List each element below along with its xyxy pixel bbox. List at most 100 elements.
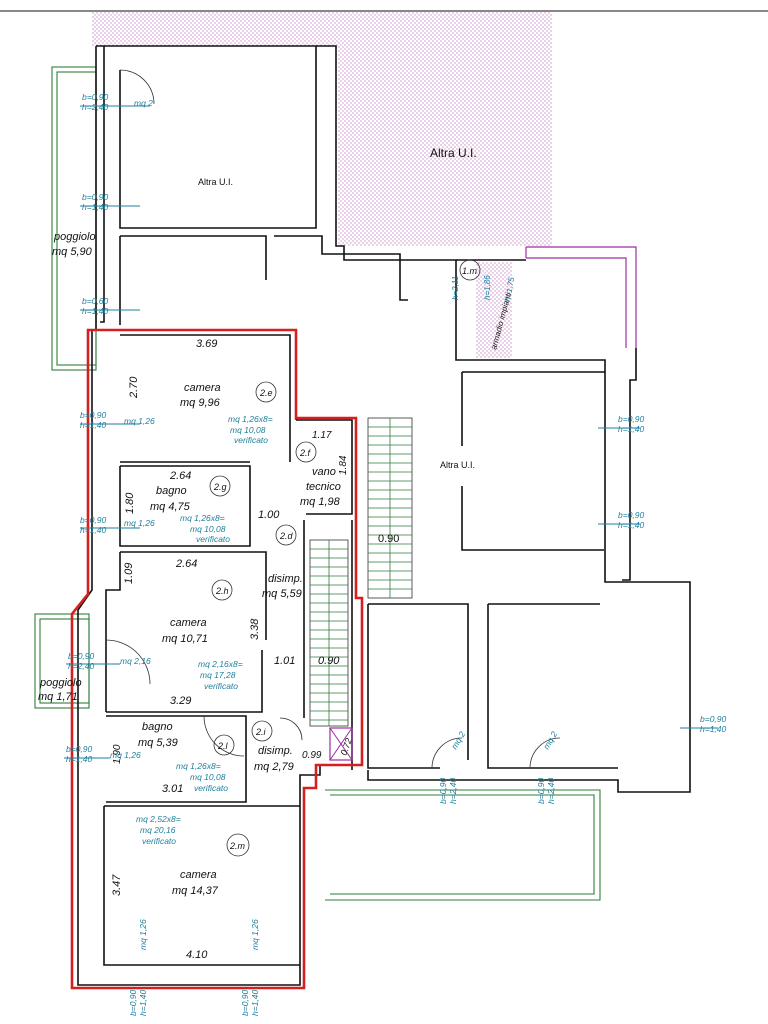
red-boundary bbox=[70, 328, 364, 990]
room-2g-height: 1.80 bbox=[124, 492, 136, 514]
window-11-h: h=1,40 bbox=[618, 520, 645, 530]
room-circle-1m bbox=[459, 259, 481, 281]
room-2l-w1: 0.99 bbox=[302, 750, 322, 761]
window-13-h: h=2,40 bbox=[546, 777, 556, 804]
other-unit-hatch-right bbox=[338, 46, 552, 246]
other-unit-hatch-top bbox=[92, 12, 552, 46]
room-circle-2h bbox=[211, 579, 233, 601]
room-2e-area: mq 9,96 bbox=[180, 397, 221, 409]
room-2f-name2: tecnico bbox=[306, 481, 341, 493]
room-2m-req2: mq 20,16 bbox=[140, 825, 176, 835]
room-2l-area: mq 2,79 bbox=[254, 761, 294, 773]
room-circle-2f bbox=[295, 441, 317, 463]
window-9-b: b=0,90 bbox=[240, 989, 250, 1016]
room-circle-2g bbox=[209, 475, 231, 497]
window-5-b: b=0,90 bbox=[80, 515, 107, 525]
wall-2h-box bbox=[120, 551, 267, 640]
room-2i-name: bagno bbox=[142, 721, 173, 733]
wall-2i-box bbox=[106, 715, 247, 803]
room-2m-id: 2.m bbox=[229, 841, 246, 851]
room-circle-2l bbox=[213, 734, 235, 756]
window-7-b: b=0,90 bbox=[66, 744, 93, 754]
window-10-b: b=0,90 bbox=[618, 414, 645, 424]
room-2e-height: 2.70 bbox=[128, 376, 140, 399]
room-2l-name: disimp. bbox=[258, 745, 293, 757]
room-2i-req3: verificato bbox=[194, 783, 228, 793]
room-2g-window: mq 1,26 bbox=[124, 518, 155, 528]
room-circle-2i bbox=[251, 720, 273, 742]
cabinet-2l-diag2 bbox=[329, 727, 353, 761]
balcony-bottom-right-inner bbox=[330, 794, 595, 895]
balcony-2-area: mq 1,71 bbox=[38, 691, 78, 703]
wall-2h-bottom bbox=[106, 650, 263, 713]
wall-2m-left bbox=[103, 806, 300, 966]
cabinet-hatch bbox=[476, 262, 512, 358]
window-12-mq: mq 2 bbox=[449, 729, 467, 751]
window-14-h: h=1,40 bbox=[700, 724, 727, 734]
room-2h-name: camera bbox=[170, 617, 207, 629]
room-2h-req1: mq 2,16x8= bbox=[198, 659, 243, 669]
window-14-b: b=0,90 bbox=[700, 714, 727, 724]
room-1m-h3: h=1,75 bbox=[503, 276, 516, 302]
room-circle-2e bbox=[255, 381, 277, 403]
wall-right-lower-c bbox=[487, 604, 618, 769]
room-2g-name: bagno bbox=[156, 485, 187, 497]
room-2g-area: mq 4,75 bbox=[150, 501, 191, 513]
room-2d-name: disimp. bbox=[268, 573, 303, 585]
door-arc-4 bbox=[431, 737, 463, 769]
room-2i-bottom: 3.01 bbox=[162, 783, 183, 795]
window-8-b: b=0,90 bbox=[128, 989, 138, 1016]
corridor-w2: 0.90 bbox=[318, 655, 340, 667]
room-2h-window: mq 2,16 bbox=[120, 656, 151, 666]
room-2g-id: 2.g bbox=[213, 482, 227, 492]
stair-width: 0.90 bbox=[378, 533, 399, 545]
balcony-bottom-right bbox=[325, 789, 601, 901]
room-2i-area: mq 5,39 bbox=[138, 737, 178, 749]
other-unit-label-mid-right: Altra U.I. bbox=[440, 460, 475, 470]
wall-corridor-top bbox=[274, 235, 408, 301]
wall-2g-box bbox=[119, 465, 251, 547]
outer-wall-right-side bbox=[622, 348, 637, 581]
room-2d-area: mq 5,59 bbox=[262, 588, 302, 600]
room-2h-depth: 3.38 bbox=[249, 618, 261, 640]
room-2d-id: 2.d bbox=[279, 531, 294, 541]
room-2h-id: 2.h bbox=[215, 586, 229, 596]
door-arc-5 bbox=[529, 737, 561, 769]
stair-bottom-treads bbox=[310, 540, 348, 726]
window-11-b: b=0,90 bbox=[618, 510, 645, 520]
balcony-left-top bbox=[51, 66, 97, 371]
outer-wall-main bbox=[96, 45, 691, 793]
room-2i-window: mq 1,26 bbox=[110, 750, 141, 760]
window-1-h: h=2,40 bbox=[82, 102, 109, 112]
wall-right-lower-d bbox=[367, 604, 440, 769]
room-2m-bottom: 4.10 bbox=[186, 949, 208, 961]
room-2e-req1: mq 1,26x8= bbox=[228, 414, 273, 424]
room-2e-width: 3.69 bbox=[196, 338, 217, 350]
window-lines bbox=[64, 105, 718, 759]
door-arc-2 bbox=[105, 639, 151, 685]
room-2e-id: 2.e bbox=[259, 388, 273, 398]
room-2h-req2: mq 17,28 bbox=[200, 670, 236, 680]
wall-2e-box bbox=[120, 334, 291, 462]
purple-outline-inner bbox=[526, 257, 627, 348]
window-3-h: h=1,40 bbox=[82, 306, 109, 316]
window-7-h: h=1,40 bbox=[66, 754, 93, 764]
window-12-h: h=2,40 bbox=[448, 777, 458, 804]
balcony-1-name: poggiolo bbox=[53, 231, 96, 243]
room-2f-width: 1.17 bbox=[312, 430, 332, 441]
room-2h-req3: verificato bbox=[204, 681, 238, 691]
balcony-left-top-inner bbox=[56, 71, 97, 366]
room-2e-req3: verificato bbox=[234, 435, 268, 445]
room-1m-id: 1.m bbox=[462, 266, 478, 276]
room-1m-h2: h=1,86 bbox=[483, 275, 492, 300]
room-2h-area: mq 10,71 bbox=[162, 633, 208, 645]
window-9-h: h=1,40 bbox=[250, 989, 260, 1016]
door-arc-6 bbox=[279, 717, 303, 741]
room-2i-req1: mq 1,26x8= bbox=[176, 761, 221, 771]
window-2-b: b=0,90 bbox=[82, 192, 109, 202]
balcony-2-name: poggiolo bbox=[39, 677, 82, 689]
window-3-b: b=0,60 bbox=[82, 296, 109, 306]
purple-outline bbox=[526, 246, 637, 348]
room-2h-bottom: 3.29 bbox=[170, 695, 191, 707]
room-2m-req1: mq 2,52x8= bbox=[136, 814, 181, 824]
